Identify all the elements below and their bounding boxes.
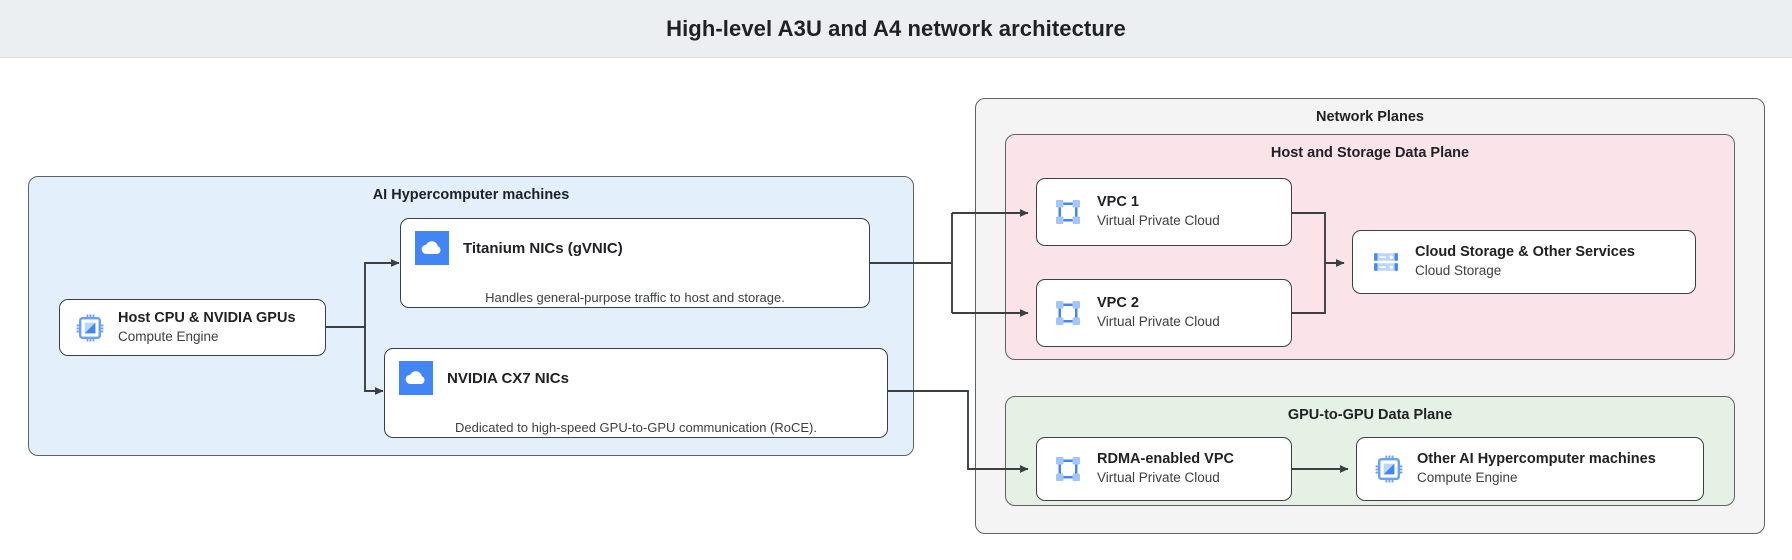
cpu-chip-icon — [1375, 455, 1403, 483]
card-titanium-nics[interactable]: Titanium NICs (gVNIC) Handles general-pu… — [400, 218, 870, 308]
group-label-gpu-plane: GPU-to-GPU Data Plane — [1287, 407, 1453, 423]
cloud-icon — [399, 361, 433, 395]
card-title: Titanium NICs (gVNIC) — [463, 239, 623, 257]
card-rdma-enabled-vpc[interactable]: RDMA-enabled VPC Virtual Private Cloud — [1036, 437, 1292, 501]
vpc-icon — [1056, 200, 1080, 224]
card-vpc-2[interactable]: VPC 2 Virtual Private Cloud — [1036, 279, 1292, 347]
cloud-icon — [415, 231, 449, 265]
card-title: VPC 1 — [1097, 194, 1139, 211]
card-cloud-storage[interactable]: Cloud Storage & Other Services Cloud Sto… — [1352, 230, 1696, 294]
cloud-storage-icon — [1374, 253, 1398, 271]
card-header: Titanium NICs (gVNIC) — [415, 231, 855, 265]
card-subtitle: Virtual Private Cloud — [1097, 314, 1220, 330]
card-title: Other AI Hypercomputer machines — [1417, 451, 1656, 468]
card-title: Cloud Storage & Other Services — [1415, 244, 1635, 261]
card-host-cpu-gpus[interactable]: Host CPU & NVIDIA GPUs Compute Engine — [59, 299, 326, 356]
vpc-icon — [1056, 457, 1080, 481]
group-label-network-planes: Network Planes — [1316, 109, 1424, 125]
title-bar: High-level A3U and A4 network architectu… — [0, 0, 1792, 58]
card-caption: Handles general-purpose traffic to host … — [485, 290, 785, 305]
card-other-hypercomputer-machines[interactable]: Other AI Hypercomputer machines Compute … — [1356, 437, 1704, 501]
card-nvidia-cx7-nics[interactable]: NVIDIA CX7 NICs Dedicated to high-speed … — [384, 348, 888, 438]
card-title: Host CPU & NVIDIA GPUs — [118, 309, 296, 326]
group-label-hypercomputer: AI Hypercomputer machines — [372, 187, 570, 203]
card-title: VPC 2 — [1097, 295, 1139, 312]
page-title: High-level A3U and A4 network architectu… — [666, 15, 1126, 41]
group-label-host-storage: Host and Storage Data Plane — [1270, 145, 1470, 161]
card-vpc-1[interactable]: VPC 1 Virtual Private Cloud — [1036, 178, 1292, 246]
card-title: RDMA-enabled VPC — [1097, 451, 1234, 468]
card-caption: Dedicated to high-speed GPU-to-GPU commu… — [455, 420, 817, 435]
cpu-chip-icon — [76, 314, 104, 341]
card-title: NVIDIA CX7 NICs — [447, 369, 569, 387]
card-subtitle: Compute Engine — [118, 328, 219, 344]
vpc-icon — [1056, 301, 1080, 325]
card-subtitle: Virtual Private Cloud — [1097, 470, 1220, 486]
card-subtitle: Virtual Private Cloud — [1097, 213, 1220, 229]
card-header: NVIDIA CX7 NICs — [399, 361, 873, 395]
card-subtitle: Cloud Storage — [1415, 263, 1502, 279]
card-subtitle: Compute Engine — [1417, 470, 1518, 486]
